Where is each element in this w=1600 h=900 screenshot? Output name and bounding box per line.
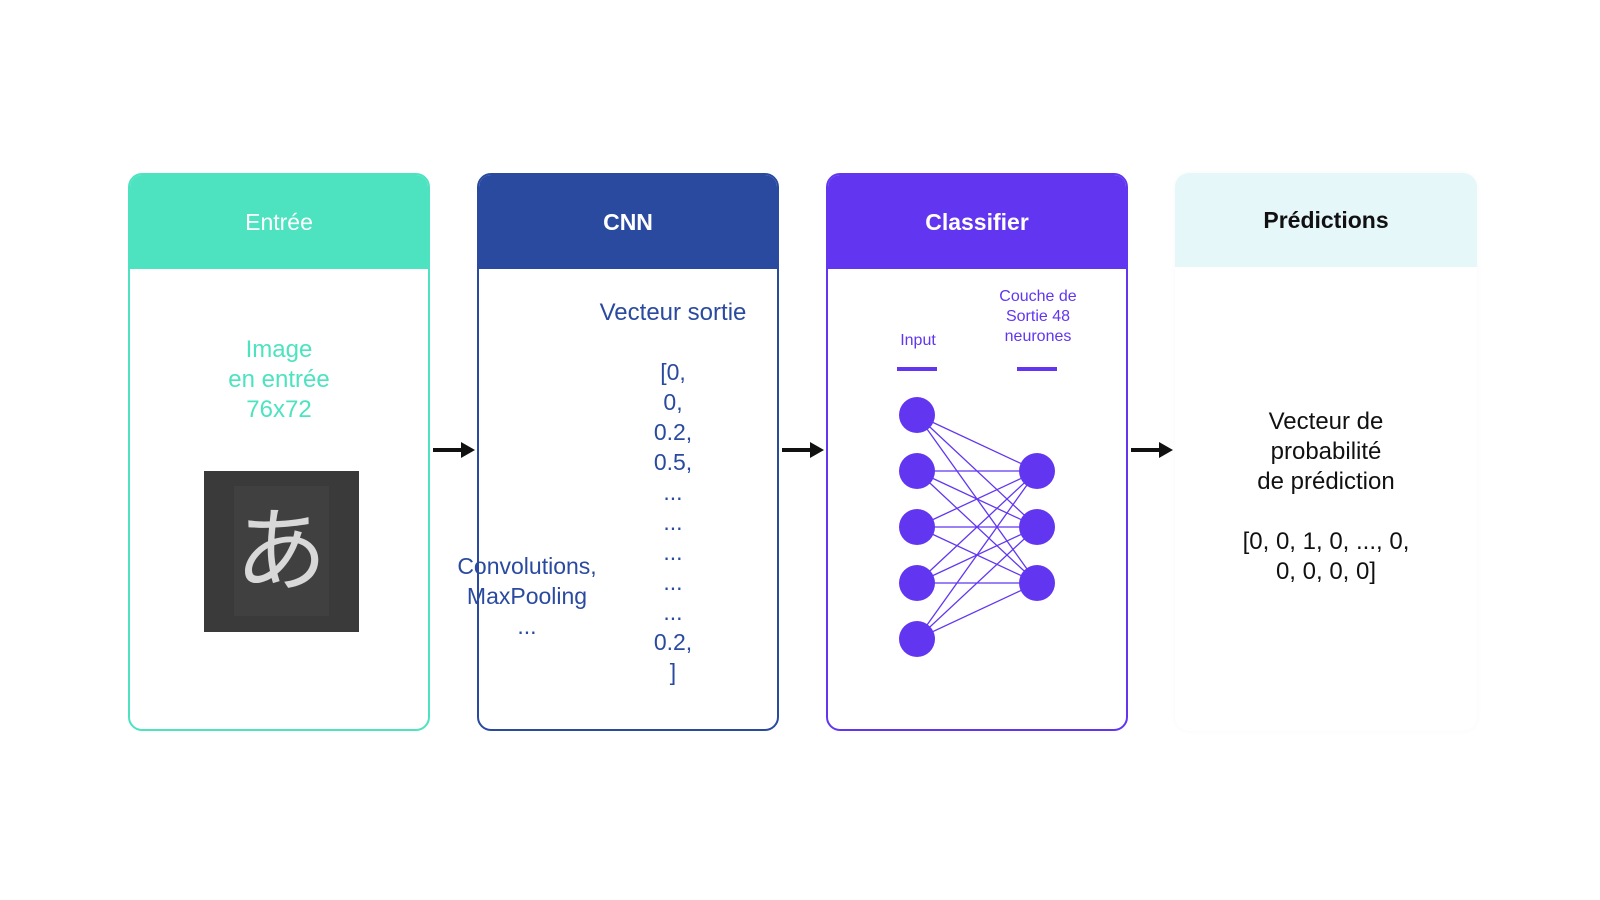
- network-connection: [916, 470, 1038, 528]
- cnn-vector-line: ...: [663, 539, 683, 565]
- network-connection: [916, 526, 1038, 640]
- character-glyph: あ: [235, 498, 327, 605]
- cnn-vector: [0, 0, 0.2, 0.5, ... ... ... ... ... 0.2…: [623, 357, 723, 687]
- entree-label-line: 76x72: [246, 396, 312, 423]
- cnn-vector-line: ...: [663, 599, 683, 625]
- network-connection: [916, 470, 1038, 640]
- predictions-header: Prédictions: [1175, 173, 1477, 267]
- input-layer-label: Input: [900, 332, 936, 349]
- output-label-underline: [1017, 367, 1057, 371]
- entree-label-line: en entrée: [228, 366, 330, 393]
- cnn-vector-line: 0.5,: [653, 449, 693, 475]
- cnn-vector-line: ...: [663, 479, 683, 505]
- predictions-card: Prédictions Vecteur de probabilité de pr…: [1175, 173, 1477, 731]
- entree-label-line: Image: [245, 336, 313, 363]
- cnn-vector-line: ...: [663, 569, 683, 595]
- output-layer-label: Couche de Sortie 48 neurones: [978, 287, 1098, 347]
- output-label-line: Couche de: [999, 288, 1077, 305]
- cnn-ops-line: Convolutions,: [457, 553, 597, 579]
- handwritten-character-image: あ: [204, 471, 359, 632]
- input-neuron: [899, 565, 935, 601]
- cnn-ops-line: ...: [517, 613, 537, 639]
- classifier-card: Classifier Input Couche de Sortie 48 neu…: [826, 173, 1128, 731]
- output-neuron: [1019, 565, 1055, 601]
- cnn-body: Vecteur sortie [0, 0, 0.2, 0.5, ... ... …: [479, 269, 777, 729]
- cnn-card: CNN Vecteur sortie [0, 0, 0.2, 0.5, ... …: [477, 173, 779, 731]
- right-arrow-icon: [1131, 442, 1173, 458]
- cnn-vector-line: [0,: [660, 359, 686, 385]
- input-neuron: [899, 621, 935, 657]
- predictions-text: Vecteur de probabilité de prédiction [0,…: [1175, 407, 1477, 587]
- right-arrow-icon: [433, 442, 475, 458]
- input-neuron: [899, 509, 935, 545]
- predictions-text-line: de prédiction: [1257, 468, 1395, 495]
- cnn-header: CNN: [479, 175, 777, 269]
- predictions-text-line: Vecteur de: [1268, 408, 1384, 435]
- input-label-underline: [897, 367, 937, 371]
- entree-header: Entrée: [130, 175, 428, 269]
- output-neuron: [1019, 453, 1055, 489]
- predictions-vector-line: 0, 0, 0, 0]: [1275, 558, 1377, 585]
- right-arrow-icon: [782, 442, 824, 458]
- network-connection: [916, 414, 1038, 472]
- network-connection: [916, 582, 1038, 640]
- input-image: あ: [204, 471, 359, 632]
- classifier-header: Classifier: [828, 175, 1126, 269]
- cnn-vector-title: Vecteur sortie: [599, 299, 747, 326]
- predictions-text-line: probabilité: [1270, 438, 1382, 465]
- cnn-vector-line: 0,: [663, 389, 683, 415]
- entree-body: Image en entrée 76x72 あ: [130, 269, 428, 729]
- cnn-vector-line: ]: [669, 659, 677, 685]
- network-connection: [916, 470, 1038, 584]
- input-neuron: [899, 453, 935, 489]
- classifier-body: Input Couche de Sortie 48 neurones: [828, 269, 1126, 729]
- network-neurons: [899, 397, 1055, 657]
- output-neuron: [1019, 509, 1055, 545]
- entree-label: Image en entrée 76x72: [130, 335, 428, 425]
- cnn-ops-line: MaxPooling: [466, 583, 588, 609]
- output-label-line: neurones: [1004, 328, 1072, 345]
- input-neuron: [899, 397, 935, 433]
- predictions-vector-line: [0, 0, 1, 0, ..., 0,: [1242, 528, 1410, 555]
- neural-network-diagram: [897, 367, 1057, 657]
- network-connections: [916, 414, 1038, 640]
- cnn-vector-line: 0.2,: [653, 629, 693, 655]
- cnn-operations: Convolutions, MaxPooling ...: [457, 551, 597, 641]
- predictions-body: Vecteur de probabilité de prédiction [0,…: [1175, 267, 1477, 731]
- cnn-vector-line: ...: [663, 509, 683, 535]
- entree-card: Entrée Image en entrée 76x72 あ: [128, 173, 430, 731]
- output-label-line: Sortie 48: [1005, 308, 1071, 325]
- spacer: [1175, 497, 1477, 527]
- cnn-vector-line: 0.2,: [653, 419, 693, 445]
